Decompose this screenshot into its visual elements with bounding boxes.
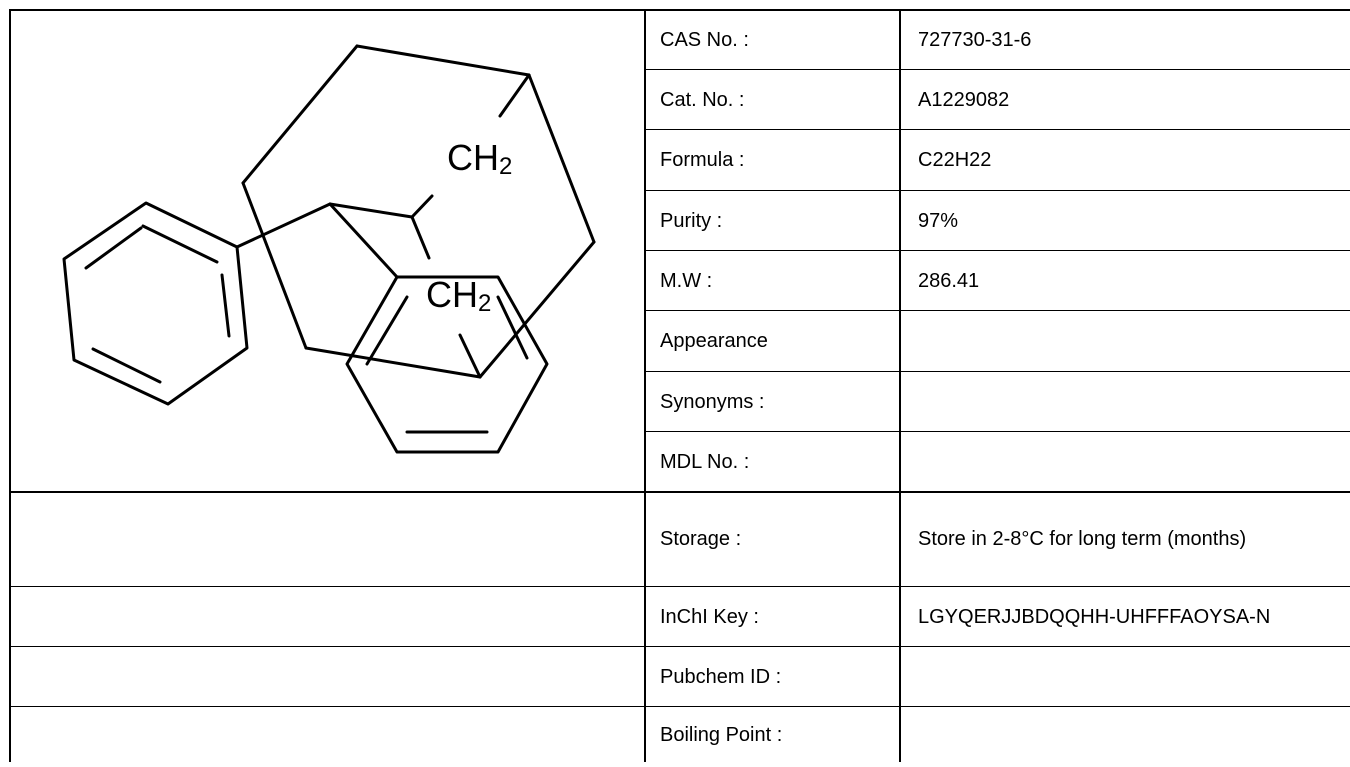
property-value-formula: C22H22 xyxy=(918,149,992,171)
property-label-formula: Formula : xyxy=(660,149,745,171)
ch2-label-upper: CH2 xyxy=(447,137,512,180)
table-border-left xyxy=(9,9,11,762)
product-info-table xyxy=(9,9,1350,762)
property-label-cas: CAS No. : xyxy=(660,28,749,51)
row-divider xyxy=(644,69,1350,70)
property-value-synonyms xyxy=(918,372,1350,432)
property-label-appearance: Appearance xyxy=(660,330,768,352)
row-divider xyxy=(9,586,1350,587)
property-value-appearance xyxy=(918,311,1350,372)
property-value-boiling-point xyxy=(918,707,1350,762)
property-label-boiling-point: Boiling Point : xyxy=(660,723,783,746)
cage-bond xyxy=(478,240,596,379)
cage-bond xyxy=(527,73,596,244)
cage-bond xyxy=(235,202,332,249)
cage-bond xyxy=(458,333,482,379)
row-divider xyxy=(644,190,1350,191)
left-ring-inner-bond xyxy=(220,273,231,338)
left-ring-inner-bond xyxy=(141,224,219,264)
property-value-cas: 727730-31-6 xyxy=(918,28,1032,51)
cage-bond xyxy=(410,194,434,219)
row-divider xyxy=(644,431,1350,432)
property-value-storage: Store in 2-8°C for long term (months) xyxy=(918,528,1247,550)
property-value-mdl xyxy=(918,432,1350,492)
property-label-purity: Purity : xyxy=(660,209,723,232)
cage-bond xyxy=(304,346,482,379)
chemical-structure-image: CH2 CH2 xyxy=(62,44,596,454)
cage-bond xyxy=(241,44,359,185)
cage-bond xyxy=(355,44,531,77)
table-divider-col2 xyxy=(899,9,901,762)
right-ring-bond xyxy=(345,275,549,454)
row-divider xyxy=(644,250,1350,251)
property-label-synonyms: Synonyms : xyxy=(660,390,765,413)
cage-bond xyxy=(328,202,414,219)
left-ring-inner-bond xyxy=(91,347,162,384)
property-value-cat: A1229082 xyxy=(918,88,1010,111)
row-divider xyxy=(9,491,1350,493)
right-ring-inner-bond xyxy=(496,295,529,360)
property-label-storage: Storage : xyxy=(660,528,742,550)
property-label-mw: M.W : xyxy=(660,269,713,292)
cage-bond xyxy=(328,202,399,279)
property-label-pubchem-id: Pubchem ID : xyxy=(660,665,782,688)
row-divider xyxy=(644,129,1350,130)
property-value-pubchem-id xyxy=(918,647,1350,707)
property-label-inchi-key: InChI Key : xyxy=(660,605,759,628)
property-label-cat: Cat. No. : xyxy=(660,88,745,111)
right-ring-inner-bond xyxy=(365,295,409,366)
row-divider xyxy=(644,371,1350,372)
row-divider xyxy=(644,310,1350,311)
table-divider-col1 xyxy=(644,9,646,762)
row-divider xyxy=(9,706,1350,707)
property-value-inchi-key: LGYQERJJBDQQHH-UHFFFAOYSA-N xyxy=(918,605,1271,628)
cage-bond xyxy=(241,181,308,350)
ch2-label-lower: CH2 xyxy=(426,274,491,317)
table-border-top xyxy=(9,9,1350,11)
property-label-mdl: MDL No. : xyxy=(660,450,750,473)
cage-bond xyxy=(410,215,431,260)
left-ring-inner-bond xyxy=(84,226,143,270)
property-value-mw: 286.41 xyxy=(918,269,980,292)
cage-bond xyxy=(498,73,531,118)
row-divider xyxy=(9,646,1350,647)
property-value-purity: 97% xyxy=(918,209,959,232)
